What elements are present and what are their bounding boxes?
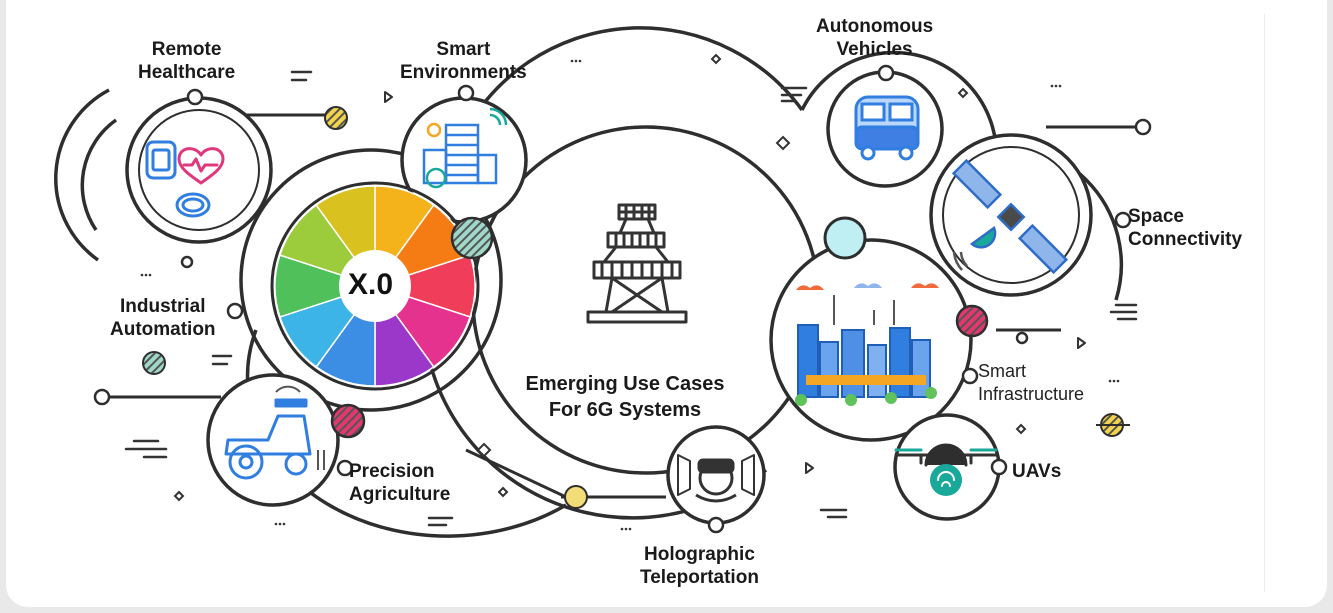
label-line: Precision xyxy=(349,461,435,482)
card-edge xyxy=(1264,14,1265,592)
center-title-line1: Emerging Use Cases xyxy=(525,373,725,395)
label-line: Industrial xyxy=(120,296,206,317)
label-smart-environments: Smart Environments xyxy=(400,38,527,84)
hatched-dot xyxy=(142,351,166,375)
connector-lines xyxy=(101,113,1143,499)
label-line: Healthcare xyxy=(138,62,236,83)
label-smart-infrastructure: Smart Infrastructure xyxy=(978,360,1084,406)
label-space-connectivity: Space Connectivity xyxy=(1128,205,1242,251)
label-line: Connectivity xyxy=(1128,229,1243,250)
satellite-icon xyxy=(951,158,1069,275)
label-line: Holographic xyxy=(644,544,755,565)
label-line: Agriculture xyxy=(349,484,451,505)
vr-headset-icon xyxy=(677,454,755,503)
decor-dashes xyxy=(124,70,1138,527)
accent-dot-yellow xyxy=(564,485,588,509)
smart-buildings-icon xyxy=(422,107,508,189)
drone-icon xyxy=(894,443,998,496)
hatched-dot xyxy=(324,106,348,130)
label-line: Smart xyxy=(978,361,1027,381)
diagram-card: X.0 Emerging Use Cases For 6G Systems Re… xyxy=(6,0,1327,607)
label-line: Vehicles xyxy=(836,39,913,60)
decor-dots xyxy=(140,59,1120,531)
label-line: Infrastructure xyxy=(978,384,1085,404)
label-line: Automation xyxy=(110,319,216,340)
label-holographic-teleportation: Holographic Teleportation xyxy=(640,543,759,589)
label-line: Environments xyxy=(400,62,527,83)
hatched-dot xyxy=(330,403,366,439)
node-inner-rings xyxy=(138,109,1080,284)
label-line: Smart xyxy=(436,39,491,60)
hub-center xyxy=(339,250,411,322)
van-icon xyxy=(854,95,920,161)
hatched-dot xyxy=(450,216,494,260)
hub-ring xyxy=(270,181,480,391)
smart-city-icon xyxy=(795,283,939,406)
accent-dot-cyan xyxy=(823,216,867,260)
use-case-diagram xyxy=(54,26,1152,538)
center-title-line2: For 6G Systems xyxy=(548,399,702,421)
label-uavs: UAVs xyxy=(1012,460,1061,483)
label-industrial-automation: Industrial Automation xyxy=(110,295,216,341)
label-line: Remote xyxy=(151,39,222,60)
hub-label: X.0 xyxy=(348,268,394,301)
label-remote-healthcare: Remote Healthcare xyxy=(138,38,235,84)
hatched-dot xyxy=(955,304,989,338)
label-line: UAVs xyxy=(1012,461,1062,482)
label-autonomous-vehicles: Autonomous Vehicles xyxy=(816,15,933,61)
connector-nodes xyxy=(93,64,1152,534)
center-title: Emerging Use Cases For 6G Systems xyxy=(500,371,750,423)
label-line: Autonomous xyxy=(816,16,934,37)
label-line: Space xyxy=(1128,206,1184,227)
label-precision-agriculture: Precision Agriculture xyxy=(349,460,450,506)
smartwatch-heart-icon xyxy=(145,140,225,218)
label-line: Teleportation xyxy=(640,567,759,588)
cell-tower-icon xyxy=(586,203,688,324)
tractor-icon xyxy=(224,385,325,480)
decor-diamonds xyxy=(173,53,1027,502)
decor-arrows xyxy=(384,91,1086,474)
